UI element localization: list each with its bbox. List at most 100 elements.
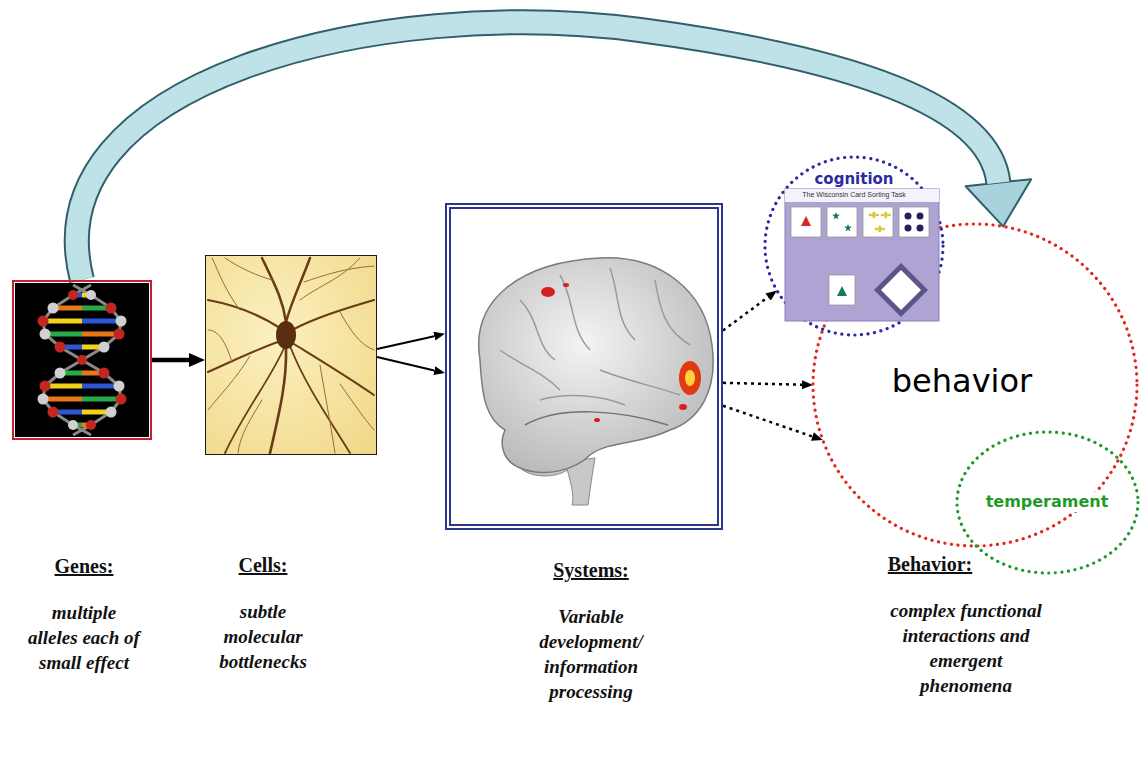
card-deck — [874, 263, 928, 317]
stimulus-cards — [844, 224, 852, 231]
level-description: subtle molecular bottlenecks — [208, 599, 318, 674]
fine-branches — [208, 356, 250, 410]
gyri — [500, 268, 690, 425]
stimulus-cards — [917, 213, 924, 220]
dna-atoms — [48, 407, 59, 418]
stimulus-cards — [917, 225, 924, 232]
cell-body — [276, 321, 296, 349]
dna-strand — [43, 285, 121, 435]
level-heading: Systems: — [553, 558, 629, 582]
dotted-arrow — [723, 297, 768, 330]
stimulus-cards — [827, 207, 857, 237]
dna-atoms — [114, 381, 125, 392]
circle-label: behavior — [892, 362, 1032, 400]
dna-rungs — [82, 332, 119, 337]
dendrites — [270, 348, 286, 453]
dendrites — [225, 348, 284, 453]
dna-atoms — [68, 420, 78, 430]
dna-atoms — [116, 394, 127, 405]
gyri — [525, 412, 668, 425]
cerebrum — [479, 258, 713, 473]
dna-atoms — [38, 394, 49, 405]
gyri — [540, 395, 625, 405]
fine-branches — [340, 384, 374, 430]
dna-strand — [43, 285, 121, 435]
cells-box: Cells:subtle molecular bottlenecks — [205, 255, 377, 455]
dendrites — [208, 258, 374, 453]
dna-rungs — [82, 397, 121, 402]
dotted-outline — [957, 432, 1138, 573]
stimulus-cards — [905, 213, 912, 220]
dna-atoms — [40, 329, 51, 340]
dotted-outline — [765, 157, 943, 335]
level-description: multiple alleles each of small effect — [26, 600, 142, 675]
activation-spots — [541, 287, 555, 297]
activation-spots — [679, 404, 687, 410]
fine-branches — [225, 258, 272, 280]
response-card — [837, 286, 847, 296]
dendrites — [294, 344, 374, 395]
dna-atoms — [114, 329, 125, 340]
response-card — [829, 275, 855, 305]
dna-atoms — [106, 407, 117, 418]
activation-spots — [594, 418, 600, 422]
brain-illustration — [479, 258, 713, 505]
gyri — [600, 370, 680, 395]
card-deck — [881, 270, 921, 310]
activation-spots — [685, 370, 695, 386]
arrow — [377, 336, 434, 349]
dna-rungs — [43, 397, 82, 402]
dna-atoms — [116, 316, 127, 327]
temperament-circle: temperament — [955, 430, 1140, 575]
stimulus-cards — [863, 207, 893, 237]
level-heading: Genes: — [55, 554, 114, 578]
dendrites — [262, 258, 286, 322]
dna-rungs — [82, 384, 119, 389]
systems-box: Systems:Variable development/ informatio… — [445, 203, 723, 530]
stimulus-cards — [791, 207, 929, 237]
stimulus-cards — [791, 207, 821, 237]
dna-atoms — [55, 342, 66, 353]
fine-branches — [212, 258, 240, 310]
stimulus-cards — [869, 212, 879, 218]
dendrites — [286, 258, 310, 322]
fine-branches — [320, 365, 335, 453]
level-heading: Behavior: — [888, 552, 972, 576]
cognition-circle: cognitionThe Wisconsin Card Sorting Task — [763, 155, 945, 337]
fine-branches — [208, 330, 232, 362]
dna-atoms — [55, 368, 66, 379]
dna-rungs — [45, 384, 82, 389]
stimulus-cards — [899, 207, 929, 237]
dna-atoms — [40, 381, 51, 392]
dendrites — [292, 300, 374, 330]
fine-branches — [300, 258, 360, 300]
gyri — [655, 280, 690, 345]
dna-atoms — [106, 303, 117, 314]
card-deck — [874, 263, 928, 317]
fine-branches — [208, 258, 374, 453]
fine-branches — [304, 266, 374, 282]
fine-branches — [340, 312, 374, 350]
activation-spots — [541, 283, 701, 422]
dendrites — [208, 342, 278, 372]
arrow — [152, 358, 189, 363]
stimulus-cards — [905, 225, 912, 232]
dna-ground — [15, 283, 149, 437]
circle-label: temperament — [984, 492, 1111, 512]
gyri — [610, 268, 635, 340]
dna-rungs — [43, 295, 121, 425]
arrow — [377, 357, 434, 371]
dna-atoms — [48, 303, 59, 314]
activation-spots — [563, 283, 569, 287]
cell-ground — [206, 256, 376, 454]
dna-atoms — [38, 290, 127, 430]
dendrites — [290, 346, 350, 453]
gyri — [500, 350, 560, 390]
activation-spots — [679, 361, 701, 395]
stimulus-cards — [875, 226, 885, 232]
task-panel — [785, 189, 939, 321]
dotted-arrow — [723, 406, 812, 437]
stimulus-cards — [881, 212, 891, 218]
dendrites — [208, 300, 280, 328]
